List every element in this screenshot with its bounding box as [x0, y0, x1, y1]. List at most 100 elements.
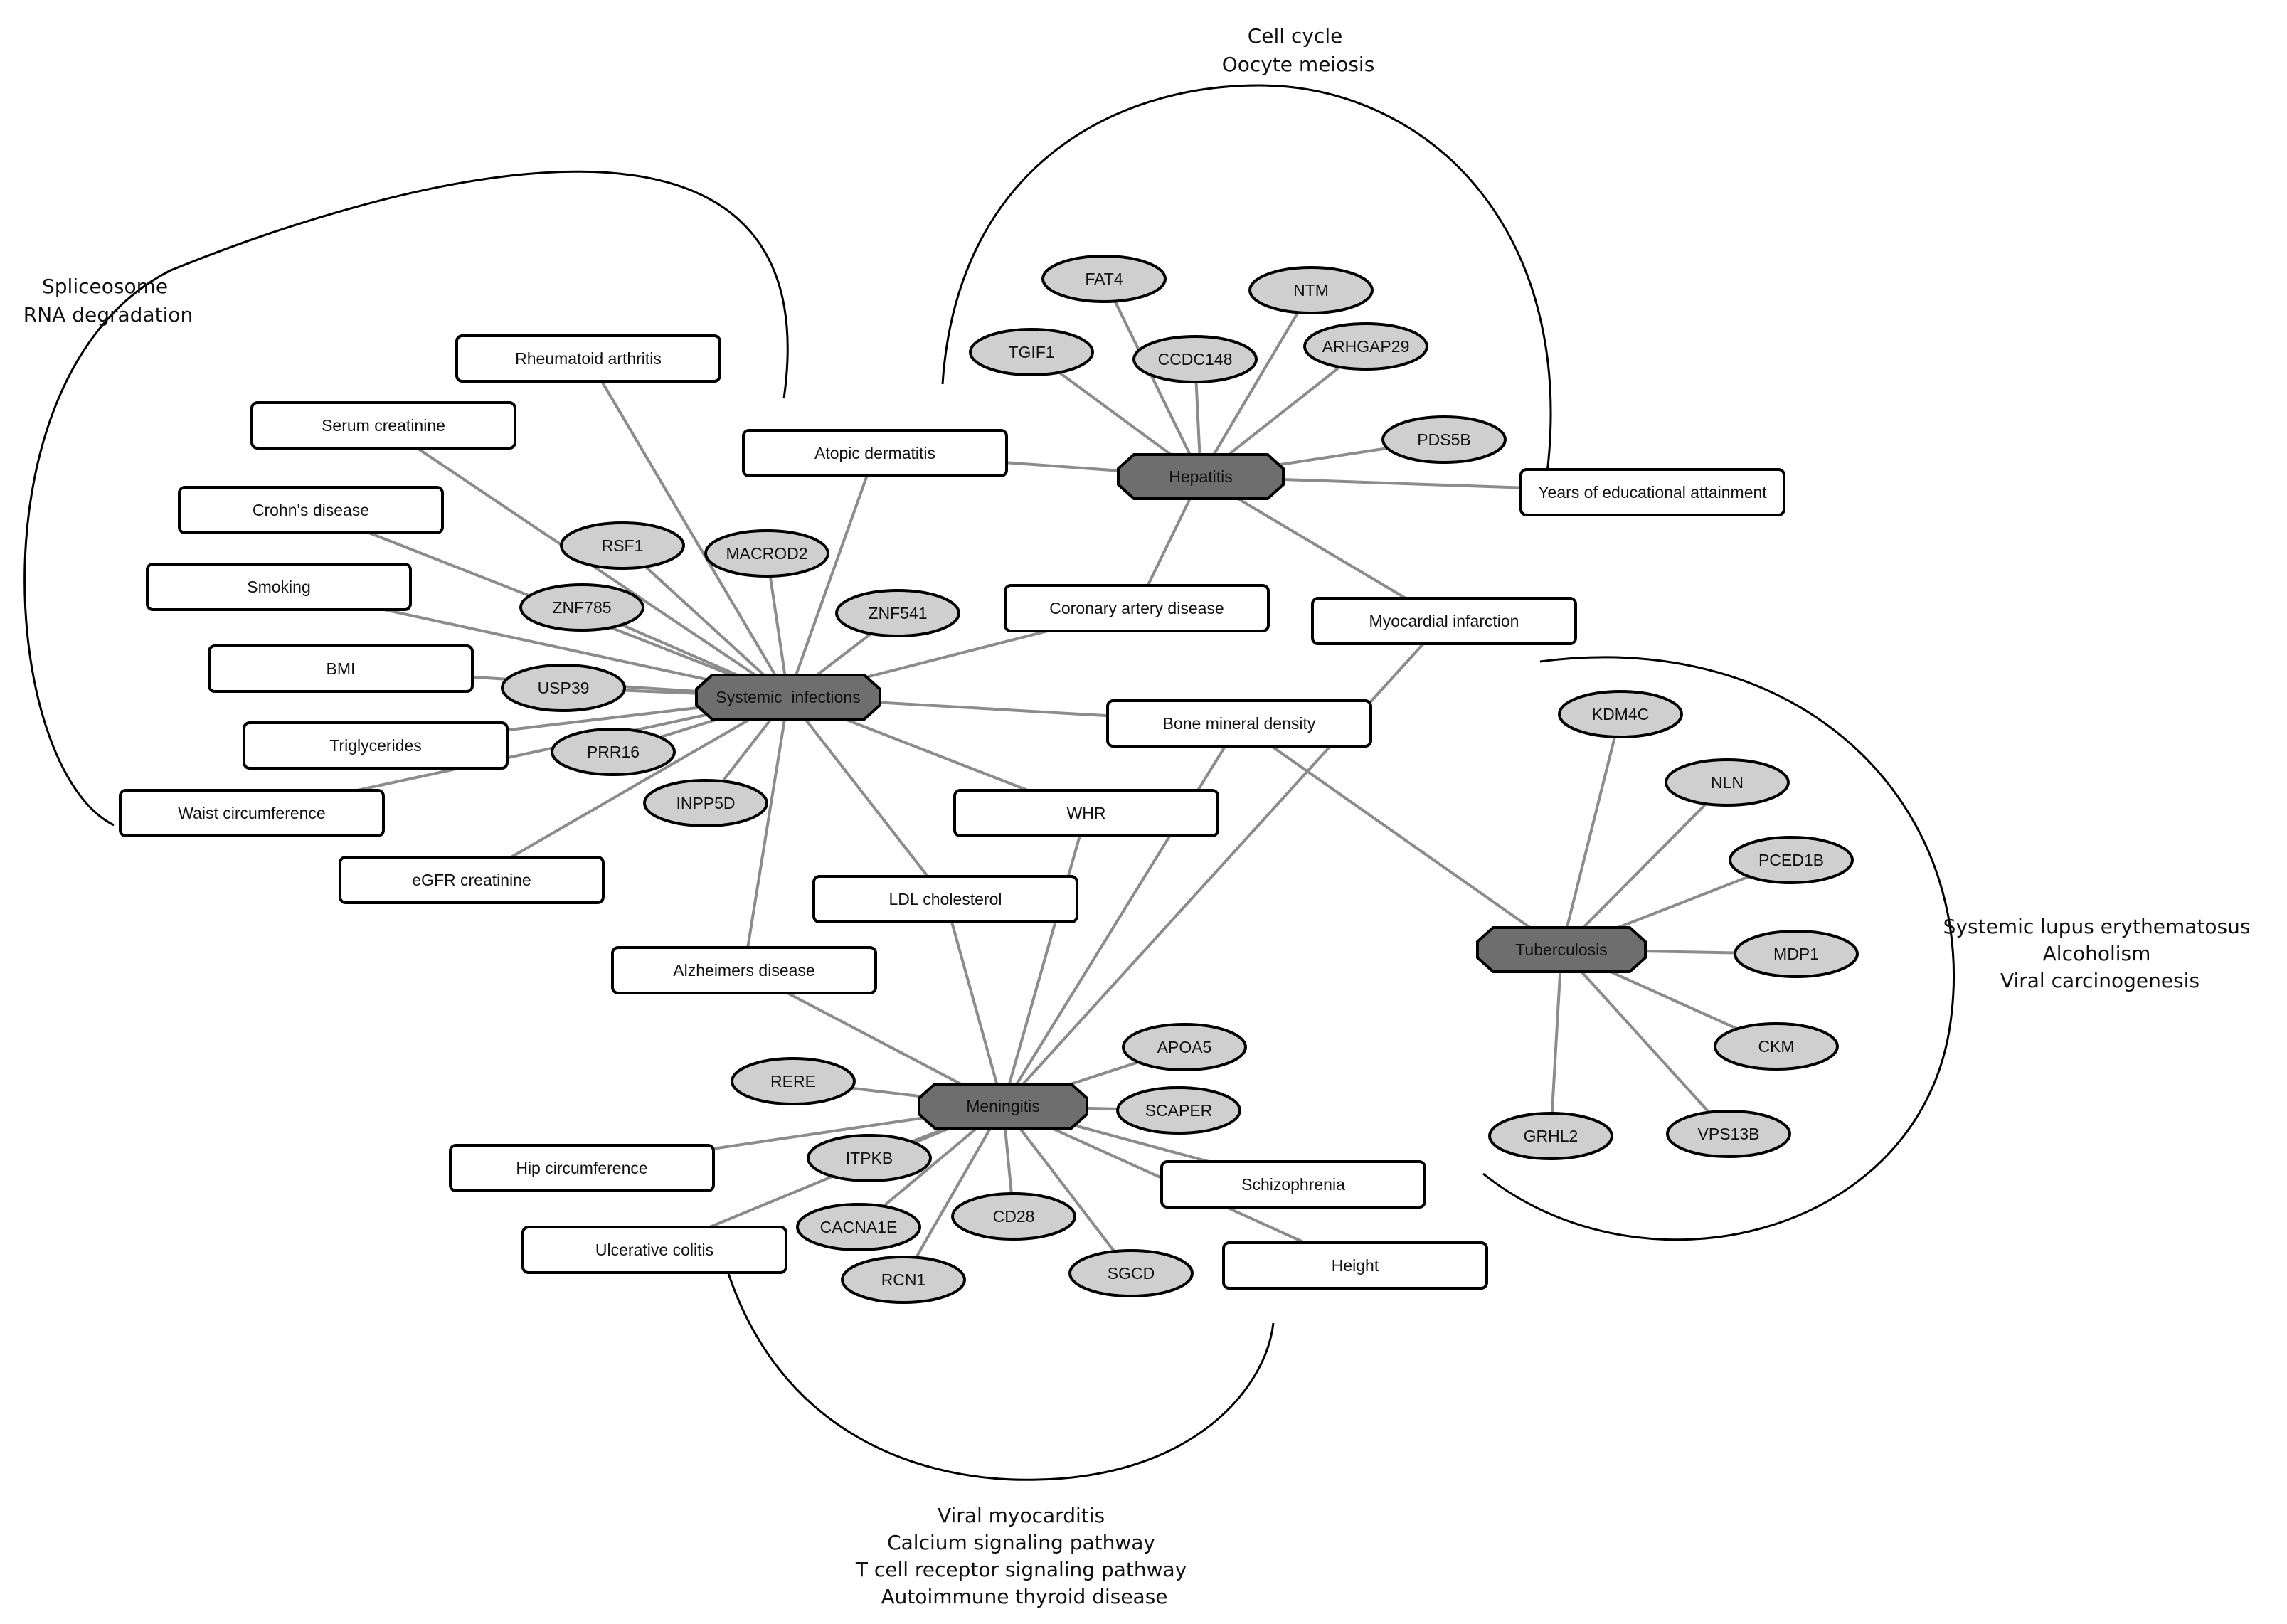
gene-ellipse-shape [519, 583, 644, 632]
pathway-annotation-lupus: Systemic lupus erythematosus Alcoholism … [1943, 915, 2257, 992]
trait-label: Triglycerides [329, 736, 422, 755]
gene-label: CACNA1E [820, 1218, 898, 1236]
trait-box-shape [455, 334, 721, 383]
gene-ellipse-shape [1714, 1022, 1839, 1071]
gene-ellipse-shape [1248, 266, 1374, 314]
annotation-line: Alcoholism [2043, 942, 2151, 965]
gene-label: CD28 [993, 1207, 1035, 1226]
edge-systemic-rsf1 [621, 544, 790, 699]
gene-node-itpkb: ITPKB [807, 1134, 932, 1182]
gene-node-grhl2: GRHL2 [1488, 1112, 1613, 1160]
hub-octagon-shape [918, 1083, 1088, 1130]
gene-ellipse-shape [1041, 255, 1167, 303]
hub-label: Hepatitis [1169, 467, 1232, 486]
trait-node-egfr: eGFR creatinine [339, 856, 605, 904]
trait-node-atopic: Atopic dermatitis [742, 429, 1008, 477]
annotation-line: RNA degradation [23, 303, 193, 327]
trait-node-whr: WHR [953, 789, 1219, 837]
trait-label: Smoking [247, 578, 310, 596]
trait-box-shape [119, 789, 385, 837]
gene-label: SCAPER [1145, 1101, 1213, 1120]
trait-node-ldl: LDL cholesterol [812, 875, 1078, 923]
edge-meningitis-ldl [944, 898, 1004, 1107]
edge-meningitis-bmd [1002, 722, 1241, 1108]
trait-label: Schizophrenia [1241, 1175, 1345, 1194]
trait-box-shape [1519, 468, 1785, 516]
gene-node-pced1b: PCED1B [1729, 836, 1854, 884]
trait-node-crohn: Crohn's disease [178, 486, 444, 534]
gene-node-ntm: NTM [1248, 266, 1374, 314]
gene-ellipse-shape [1068, 1249, 1194, 1297]
trait-label: Height [1332, 1256, 1379, 1275]
gene-node-pds5b: PDS5B [1381, 415, 1507, 464]
trait-box-shape [611, 946, 877, 994]
gene-label: KDM4C [1592, 705, 1650, 723]
gene-ellipse-shape [1734, 930, 1859, 978]
gene-ellipse-shape [1116, 1086, 1241, 1135]
trait-node-schiz: Schizophrenia [1160, 1160, 1426, 1209]
gene-ellipse-shape [560, 521, 685, 570]
gene-node-nln: NLN [1665, 758, 1790, 807]
gene-node-rere: RERE [731, 1057, 856, 1105]
gene-label: RSF1 [602, 536, 644, 555]
gene-node-scaper: SCAPER [1116, 1086, 1241, 1135]
pathway-annotation-myocarditis: Viral myocarditis Calcium signaling path… [855, 1504, 1193, 1608]
gene-node-tgif1: TGIF1 [969, 328, 1094, 376]
gene-label: ITPKB [846, 1149, 893, 1167]
trait-box-shape [449, 1144, 715, 1192]
hub-label: Systemic infections [716, 688, 860, 706]
gene-label: ZNF541 [868, 604, 927, 622]
trait-box-shape [146, 563, 412, 611]
hub-octagon-shape [1117, 453, 1285, 500]
trait-node-uc: Ulcerative colitis [521, 1226, 787, 1274]
gene-label: VPS13B [1698, 1125, 1760, 1143]
gene-label: NLN [1711, 773, 1744, 792]
trait-box-shape [1004, 584, 1270, 632]
gene-node-arhgap29: ARHGAP29 [1303, 322, 1428, 371]
hub-octagon-shape [695, 674, 881, 721]
gene-label: RERE [770, 1072, 816, 1090]
gene-ellipse-shape [1488, 1112, 1613, 1160]
trait-node-height: Height [1222, 1241, 1488, 1290]
trait-node-trig: Triglycerides [243, 721, 509, 770]
gene-ellipse-shape [643, 779, 768, 827]
trait-box-shape [1106, 699, 1372, 748]
trait-label: Myocardial infarction [1369, 612, 1519, 630]
trait-box-shape [953, 789, 1219, 837]
gene-ellipse-shape [1729, 836, 1854, 884]
cluster-arc-myocarditis [722, 1257, 1275, 1481]
edge-systemic-ldl [787, 696, 947, 901]
gene-node-rcn1: RCN1 [841, 1256, 966, 1304]
gene-node-vps13b: VPS13B [1666, 1110, 1791, 1158]
trait-node-smoking: Smoking [146, 563, 412, 611]
edge-meningitis-sgcd [1002, 1105, 1132, 1275]
hub-octagon-shape [1476, 926, 1647, 973]
gene-ellipse-shape [1558, 690, 1683, 738]
trait-label: WHR [1067, 804, 1106, 822]
trait-label: Ulcerative colitis [595, 1241, 713, 1259]
edge-tuberculosis-grhl2 [1549, 949, 1563, 1137]
trait-label: Alzheimers disease [673, 961, 814, 980]
gene-ellipse-shape [969, 328, 1094, 376]
gene-label: MACROD2 [726, 544, 807, 563]
gene-node-cd28: CD28 [951, 1192, 1076, 1241]
gene-label: PCED1B [1758, 851, 1824, 869]
gene-ellipse-shape [501, 664, 626, 712]
trait-label: Rheumatoid arthritis [515, 349, 662, 368]
trait-label: Crohn's disease [253, 501, 369, 519]
gene-node-apoa5: APOA5 [1122, 1023, 1247, 1071]
annotation-line: Viral carcinogenesis [2000, 969, 2200, 992]
trait-label: BMI [327, 659, 356, 678]
gene-ellipse-shape [1122, 1023, 1247, 1071]
edge-hepatitis-fat4 [1103, 278, 1202, 477]
pathway-annotation-spliceosome: Spliceosome RNA degradation [23, 275, 193, 327]
edge-tuberculosis-kdm4c [1560, 713, 1622, 950]
hub-label: Tuberculosis [1515, 940, 1608, 959]
cluster-arc-cell-cycle [941, 84, 1552, 499]
cluster-arc-spliceosome [23, 170, 789, 827]
gene-label: NTM [1293, 281, 1329, 299]
trait-box-shape [178, 486, 444, 534]
trait-label: LDL cholesterol [889, 890, 1002, 908]
gene-ellipse-shape [1303, 322, 1428, 371]
trait-box-shape [1222, 1241, 1488, 1290]
